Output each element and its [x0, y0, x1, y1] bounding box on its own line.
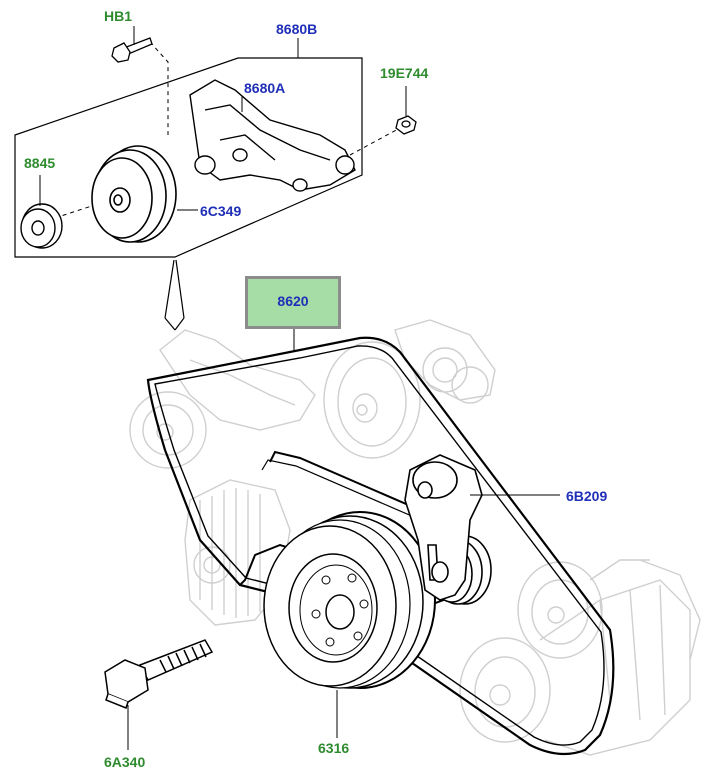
label-8680b: 8680B	[276, 21, 318, 37]
label-19e744: 19E744	[380, 65, 429, 81]
idler-pulley-6c349	[91, 145, 177, 243]
label-8620: 8620	[277, 293, 309, 309]
bolt-hb1	[111, 37, 153, 63]
label-6b209: 6B209	[566, 488, 608, 504]
dust-cap-8845	[20, 203, 63, 249]
label-8845: 8845	[24, 155, 56, 171]
label-hb1: HB1	[104, 8, 133, 24]
label-6c349: 6C349	[200, 203, 242, 219]
label-6a340: 6A340	[104, 754, 146, 770]
bracket-8680a	[189, 79, 356, 192]
leader-lines	[39, 26, 560, 750]
engine-background	[129, 319, 701, 756]
nut-19e744	[395, 115, 417, 135]
crankshaft-pulley	[263, 511, 436, 689]
bolt-6a340	[104, 639, 214, 709]
label-8680a: 8680A	[244, 80, 286, 96]
highlight-box-8620: 8620	[245, 276, 341, 329]
bracket-panel	[14, 57, 363, 331]
belt-tensioner	[404, 454, 492, 605]
label-6316: 6316	[318, 740, 350, 756]
drive-belt	[146, 336, 615, 756]
